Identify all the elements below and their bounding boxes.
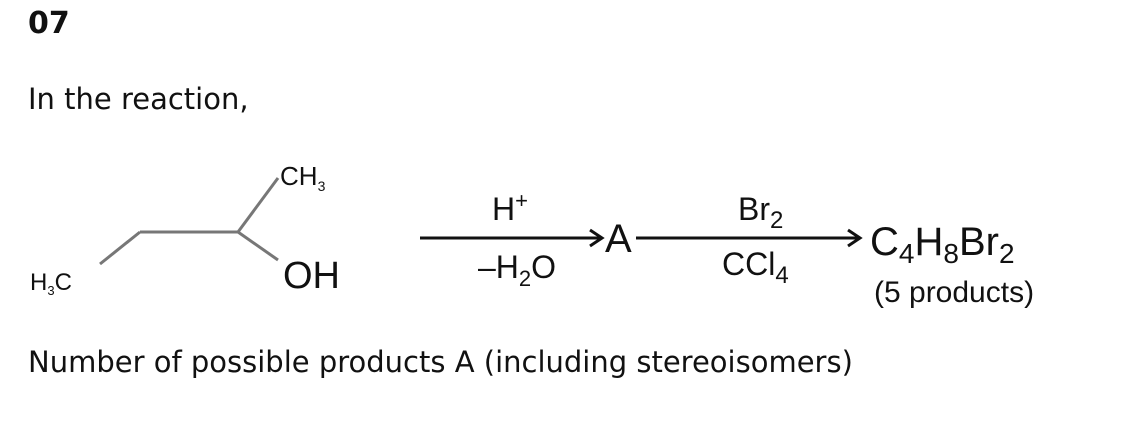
reactant-structure: [99, 177, 280, 266]
step2-solvent: CCl4: [722, 246, 789, 289]
h3c-label: H3C: [30, 269, 72, 298]
product-formula: C4H8Br2: [870, 220, 1015, 269]
question-text: Number of possible products A (including…: [28, 345, 853, 379]
intermediate-a: A: [605, 217, 632, 261]
step1-byproduct: –H2O: [478, 249, 556, 291]
intro-text: In the reaction,: [28, 82, 249, 116]
step2-reagent: Br2: [738, 191, 783, 234]
arrow-1: [420, 228, 605, 248]
ch3-label: CH3: [280, 161, 326, 194]
step1-reagent: H+: [492, 188, 528, 227]
arrow-2: [636, 228, 863, 248]
product-note: (5 products): [874, 276, 1034, 309]
question-number: 07: [28, 6, 70, 41]
reaction-scheme: CH3 H3C OH H+ –H2O A Br2 CCl4 C4H8Br2 (5…: [30, 161, 1034, 309]
oh-label: OH: [283, 255, 340, 297]
